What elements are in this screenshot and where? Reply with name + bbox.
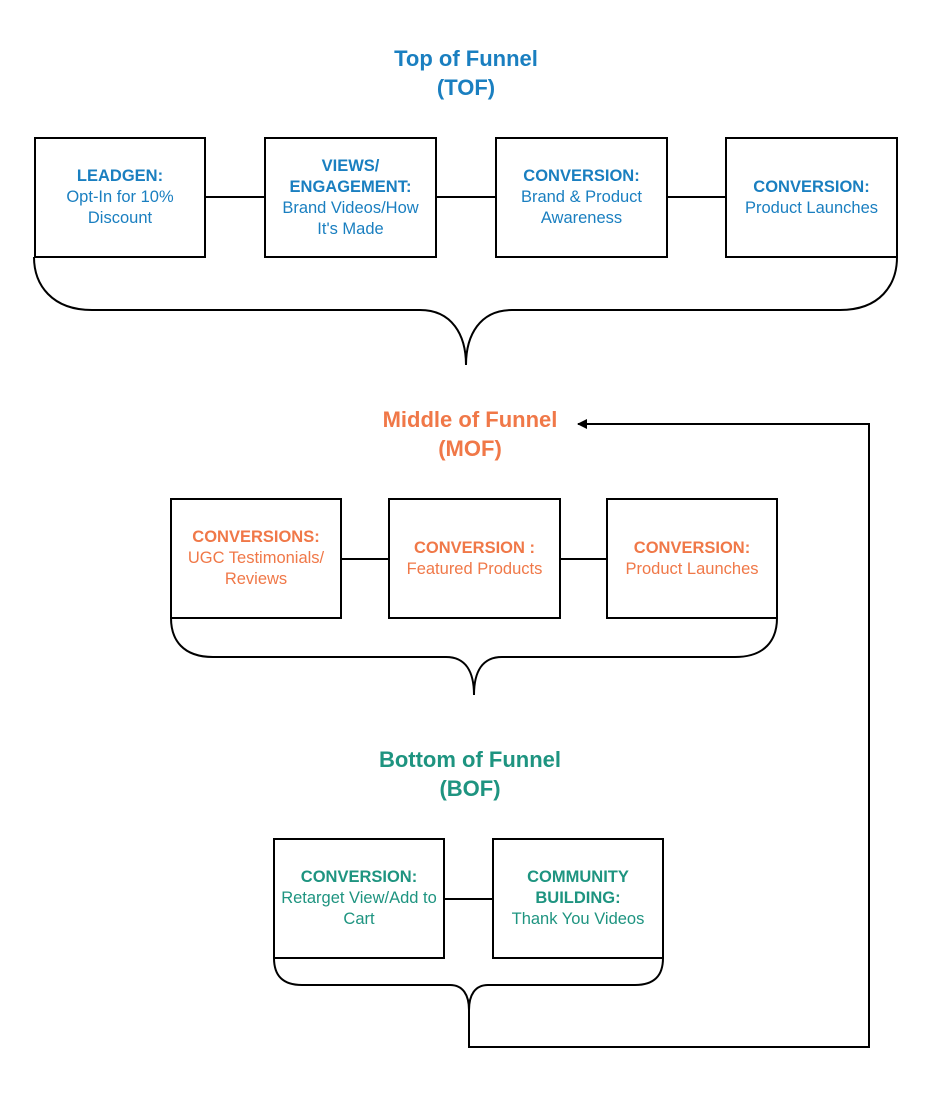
box-text: Opt-In for 10% Discount xyxy=(66,188,174,227)
box-text: Product Launches xyxy=(625,559,759,578)
box-text: Thank You Videos xyxy=(511,910,645,928)
box-text: Brand Videos/How It's Made xyxy=(282,198,419,238)
bof-box-retarget: CONVERSION: Retarget View/Add to Cart xyxy=(273,838,445,959)
box-label: CONVERSION: xyxy=(523,167,640,185)
bof-title: Bottom of Funnel xyxy=(378,747,562,772)
box-label: CONVERSION: xyxy=(753,177,870,196)
box-label: COMMUNITY BUILDING: xyxy=(527,868,629,907)
tof-box-product-launches: CONVERSION: Product Launches xyxy=(725,137,898,258)
box-label: CONVERSION : xyxy=(413,538,535,557)
tof-heading: Top of Funnel (TOF) xyxy=(316,44,616,102)
bof-subtitle: (BOF) xyxy=(439,776,501,801)
tof-title: Top of Funnel xyxy=(394,46,538,71)
box-text: UGC Testimonials/ Reviews xyxy=(187,549,325,588)
tof-box-views-engagement: VIEWS/ ENGAGEMENT: Brand Videos/How It's… xyxy=(264,137,437,258)
mof-box-product-launches: CONVERSION: Product Launches xyxy=(606,498,778,619)
loop-back-arrow xyxy=(468,419,870,1048)
bof-brace xyxy=(273,957,664,1011)
box-text: Brand & Product Awareness xyxy=(520,188,643,227)
box-label: VIEWS/ ENGAGEMENT: xyxy=(289,156,412,196)
box-text: Product Launches xyxy=(744,198,878,217)
box-text: Retarget View/Add to Cart xyxy=(281,889,437,928)
bof-heading: Bottom of Funnel (BOF) xyxy=(320,745,620,803)
mof-brace xyxy=(170,617,778,696)
tof-brace xyxy=(33,256,898,366)
mof-heading: Middle of Funnel (MOF) xyxy=(320,405,620,463)
box-text: Featured Products xyxy=(406,559,543,578)
box-label: CONVERSION: xyxy=(633,538,751,557)
tof-subtitle: (TOF) xyxy=(436,75,496,100)
box-label: CONVERSIONS: xyxy=(192,528,320,546)
box-label: CONVERSION: xyxy=(300,868,418,886)
tof-box-brand-awareness: CONVERSION: Brand & Product Awareness xyxy=(495,137,668,258)
box-label: LEADGEN: xyxy=(76,167,164,185)
mof-box-featured-products: CONVERSION : Featured Products xyxy=(388,498,561,619)
mof-title: Middle of Funnel xyxy=(382,407,558,432)
mof-subtitle: (MOF) xyxy=(438,436,502,461)
bof-box-community-building: COMMUNITY BUILDING: Thank You Videos xyxy=(492,838,664,959)
tof-box-leadgen: LEADGEN: Opt-In for 10% Discount xyxy=(34,137,206,258)
mof-box-ugc-testimonials: CONVERSIONS: UGC Testimonials/ Reviews xyxy=(170,498,342,619)
